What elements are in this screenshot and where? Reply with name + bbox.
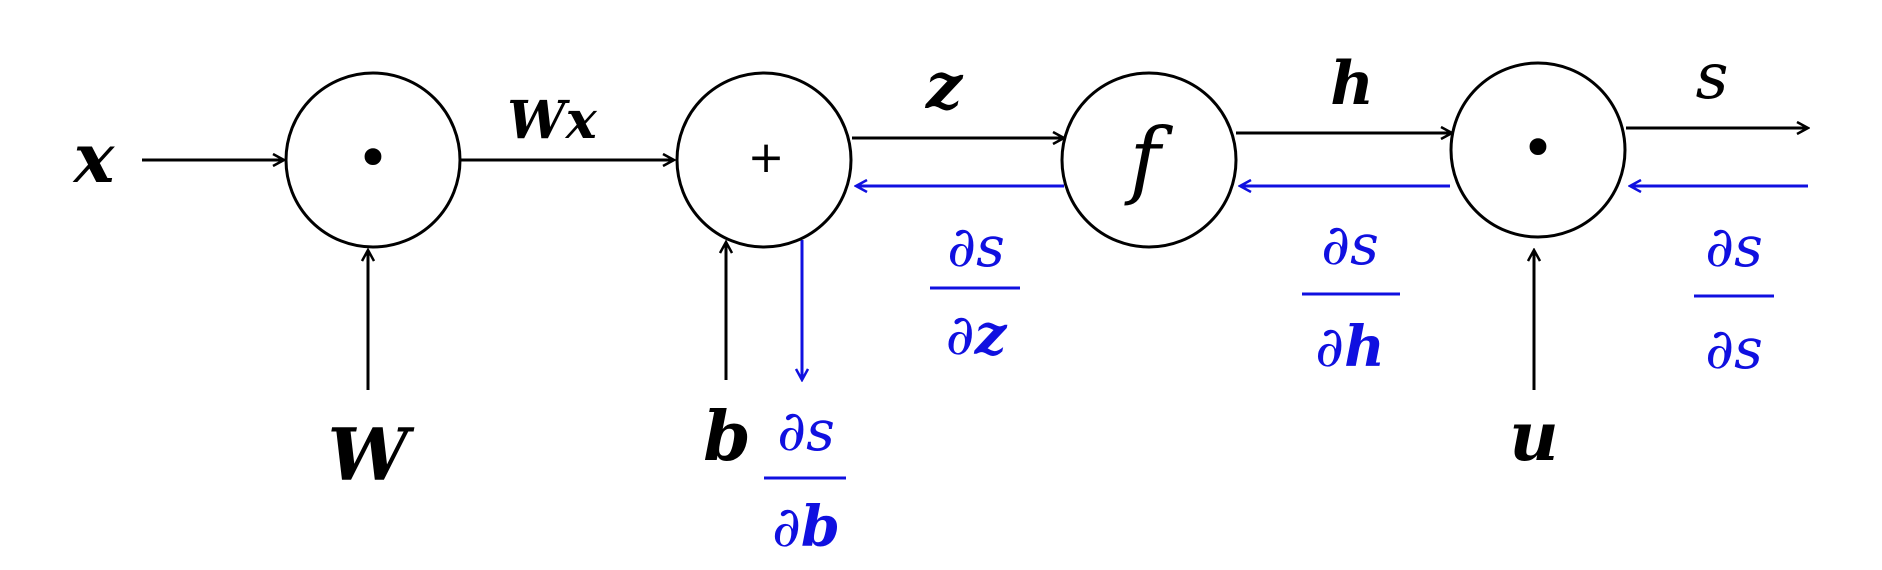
gradient-ds-ds-numerator: ∂s [1705,215,1763,280]
label-h: h [1330,49,1374,119]
label-Wx: Wx [507,90,597,151]
label-b: b [703,397,751,477]
gradient-ds-db-numerator: ∂s [777,399,835,464]
add-node-symbol: + [748,132,785,183]
label-s: s [1696,40,1729,114]
label-x: x [72,119,116,199]
multiply-node-1: • [284,71,462,249]
gradient-ds-dz-denominator: ∂z [946,302,1008,368]
multiply-node-2-symbol: • [1521,114,1555,182]
gradient-ds-dz-numerator: ∂s [947,215,1005,280]
gradient-ds-db-denominator: ∂b [772,494,840,560]
multiply-node-1-symbol: • [356,124,390,192]
function-node: f [1060,71,1238,249]
multiply-node-2: • [1449,61,1627,239]
gradient-ds-dh: ∂s ∂h [1302,213,1400,380]
gradient-ds-db: ∂s ∂b [764,399,846,560]
gradient-ds-dz: ∂s ∂z [930,215,1020,368]
add-node: + [675,71,853,249]
gradient-ds-dh-numerator: ∂s [1321,213,1379,278]
gradient-ds-dh-denominator: ∂h [1315,314,1385,380]
label-u: u [1509,397,1558,477]
gradient-ds-ds: ∂s ∂s [1694,215,1774,382]
label-z: z [925,49,964,124]
gradient-ds-ds-denominator: ∂s [1705,317,1763,382]
label-W: W [328,412,415,497]
